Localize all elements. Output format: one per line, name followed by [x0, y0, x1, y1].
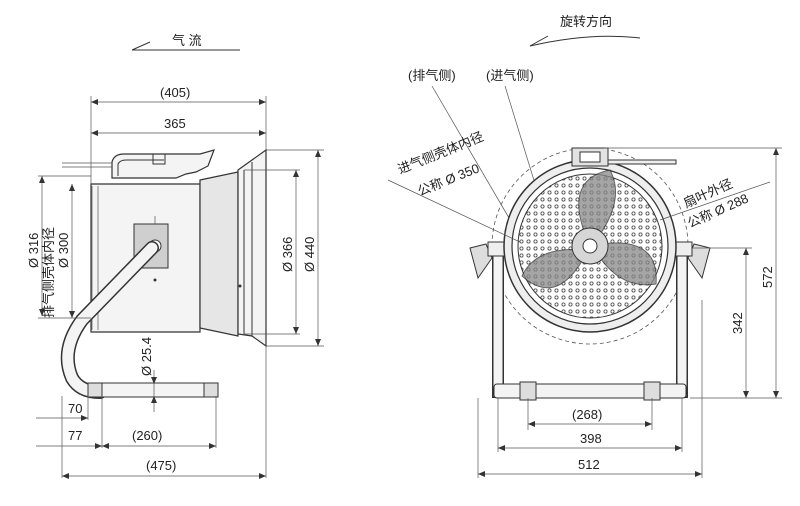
fan-guard-front	[503, 147, 677, 333]
dim-572-label: 572	[760, 266, 775, 288]
rotation-arrow	[529, 35, 641, 47]
dim-405-line	[90, 96, 267, 185]
dim-366-label: Ø 366	[280, 237, 295, 272]
dim-512-label: 512	[578, 457, 600, 472]
airflow-arrow	[131, 41, 240, 51]
dim-398-label: 398	[580, 431, 602, 446]
rotation-label: 旋转方向	[560, 14, 612, 29]
dim-316-300-lines	[38, 175, 91, 319]
exhaust-leader	[431, 85, 517, 231]
dim-bottom-lines	[36, 346, 267, 479]
fan-outer-leader	[659, 181, 771, 221]
dim-316-label: Ø 316	[26, 233, 41, 268]
exhaust-side-label: (排气侧)	[408, 68, 456, 83]
fan-housing-side	[90, 148, 267, 348]
dim-572-342-lines	[604, 147, 782, 399]
dim-300-label: Ø 300	[56, 233, 71, 268]
dim-77-label: 77	[68, 428, 82, 443]
dim-365-label: 365	[164, 116, 186, 131]
dim-405-label: (405)	[160, 85, 190, 100]
side-view: 气 流 (405) 365	[26, 33, 324, 479]
dim-366-440-lines	[244, 149, 324, 347]
stand-front	[469, 241, 711, 401]
carry-handle	[62, 149, 215, 179]
airflow-label: 气 流	[172, 33, 202, 48]
dim-70-label: 70	[68, 401, 82, 416]
intake-side-label: (进气侧)	[486, 68, 534, 83]
intake-inner-leader	[387, 179, 521, 243]
dim-268-label: (268)	[572, 407, 602, 422]
dim-25-4-label: Ø 25.4	[139, 337, 154, 376]
dim-365-line	[91, 130, 266, 136]
dim-25-4-lines	[151, 370, 157, 412]
dim-342-label: 342	[730, 312, 745, 334]
dim-475-label: (475)	[146, 458, 176, 473]
stand-tube-side	[60, 241, 219, 399]
front-view: 旋转方向 (排气侧) (进气侧)	[387, 14, 782, 478]
dim-440-label: Ø 440	[302, 237, 317, 272]
dim-316-300-note: 排气侧壳体内径	[41, 227, 56, 318]
dim-260-label: (260)	[132, 428, 162, 443]
dim-front-bottom-lines	[477, 300, 703, 478]
